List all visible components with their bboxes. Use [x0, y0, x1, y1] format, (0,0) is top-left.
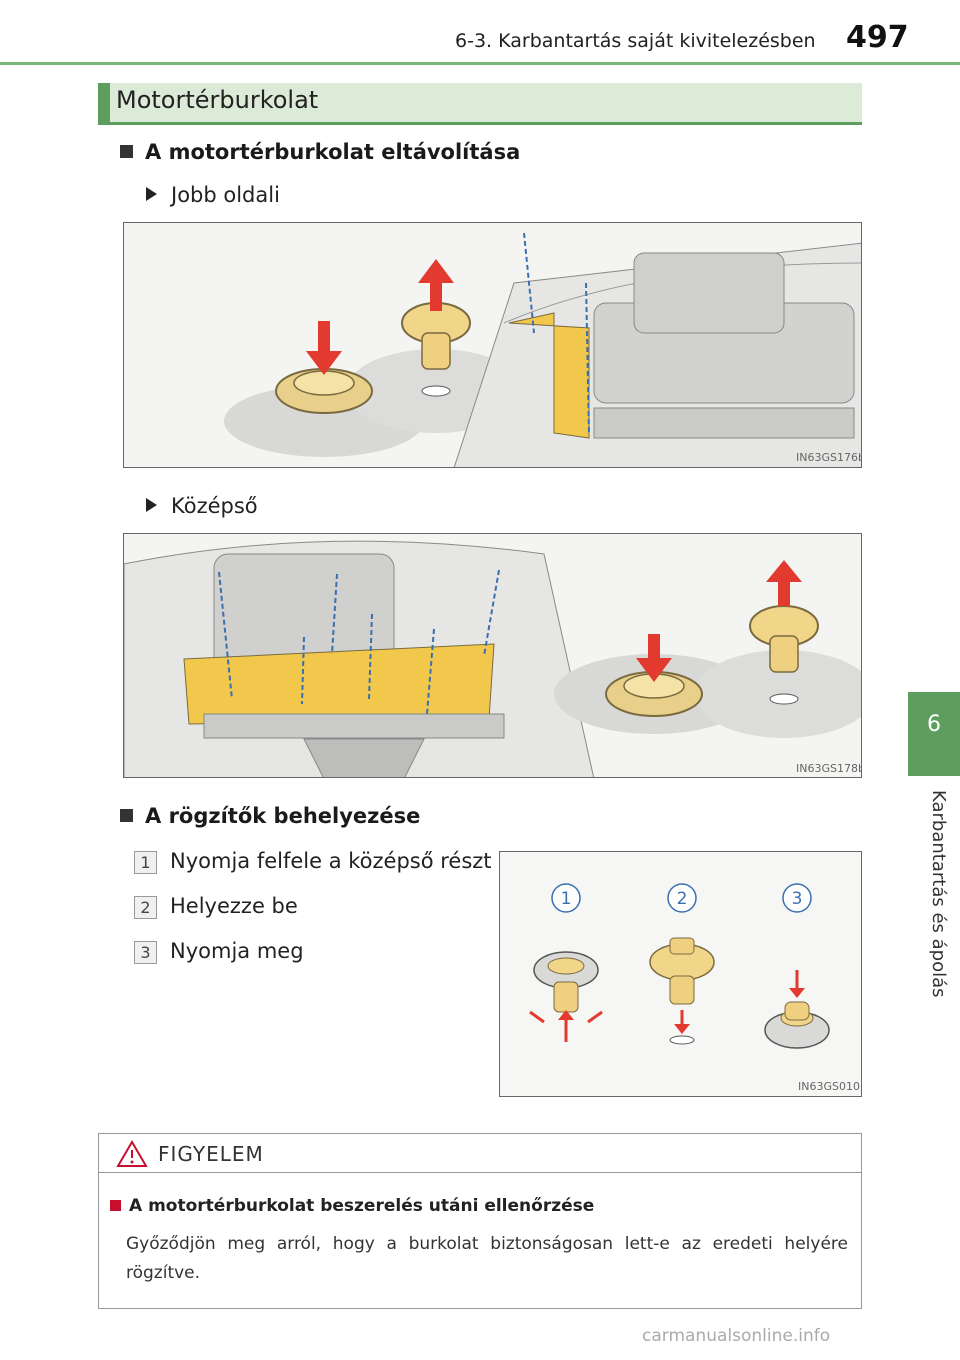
chapter-tab-label: Karbantartás és ápolás [928, 790, 949, 998]
step-number-2: 2 [134, 896, 157, 919]
right-side-label: Jobb oldali [146, 183, 280, 207]
section-title-band [98, 83, 862, 125]
figure-center: IN63GS178b [123, 533, 862, 778]
warning-divider [98, 1172, 862, 1173]
triangle-bullet-icon [146, 187, 157, 201]
callout-1: 1 [561, 889, 572, 909]
watermark: carmanualsonline.info [642, 1326, 831, 1346]
step-number-3: 3 [134, 941, 157, 964]
warning-box [98, 1133, 862, 1309]
chapter-tab [908, 692, 960, 776]
center-label: Középső [146, 494, 258, 518]
chapter-tab-number: 6 [927, 712, 941, 737]
square-bullet-icon [120, 145, 133, 158]
right-side-illustration: IN63GS176b [224, 232, 862, 467]
figure-code: IN63GS176b [796, 451, 862, 464]
step-number-1: 1 [134, 851, 157, 874]
step-text-3: Nyomja meg [170, 939, 304, 963]
figure-install: 1 2 3 IN63GS010 [499, 851, 862, 1097]
square-bullet-icon [120, 809, 133, 822]
removal-heading: A motortérburkolat eltávolítása [120, 140, 520, 164]
install-heading: A rögzítők behelyezése [120, 804, 420, 828]
callout-2: 2 [677, 889, 688, 909]
page-number: 497 [846, 20, 909, 55]
figure-code: IN63GS178b [796, 762, 862, 775]
figure-code: IN63GS010 [798, 1080, 860, 1093]
step-text-2: Helyezze be [170, 894, 298, 918]
install-illustration: 1 2 3 IN63GS010 [529, 883, 860, 1093]
header-rule [0, 62, 960, 65]
warning-body: Győződjön meg arról, hogy a burkolat biz… [126, 1234, 848, 1283]
triangle-bullet-icon [146, 498, 157, 512]
center-illustration: IN63GS178b [124, 540, 862, 777]
warning-triangle-icon [116, 1140, 148, 1167]
callout-3: 3 [792, 889, 803, 909]
step-text-1: Nyomja felfele a középső részt [170, 849, 492, 873]
warning-title: FIGYELEM [158, 1142, 264, 1166]
running-header-section: 6-3. Karbantartás saját kivitelezésben [455, 30, 816, 52]
warning-subheading: A motortérburkolat beszerelés utáni elle… [110, 1196, 594, 1216]
section-title: Motortérburkolat [116, 86, 319, 114]
figure-right-side: IN63GS176b [123, 222, 862, 468]
square-bullet-icon [110, 1200, 121, 1211]
